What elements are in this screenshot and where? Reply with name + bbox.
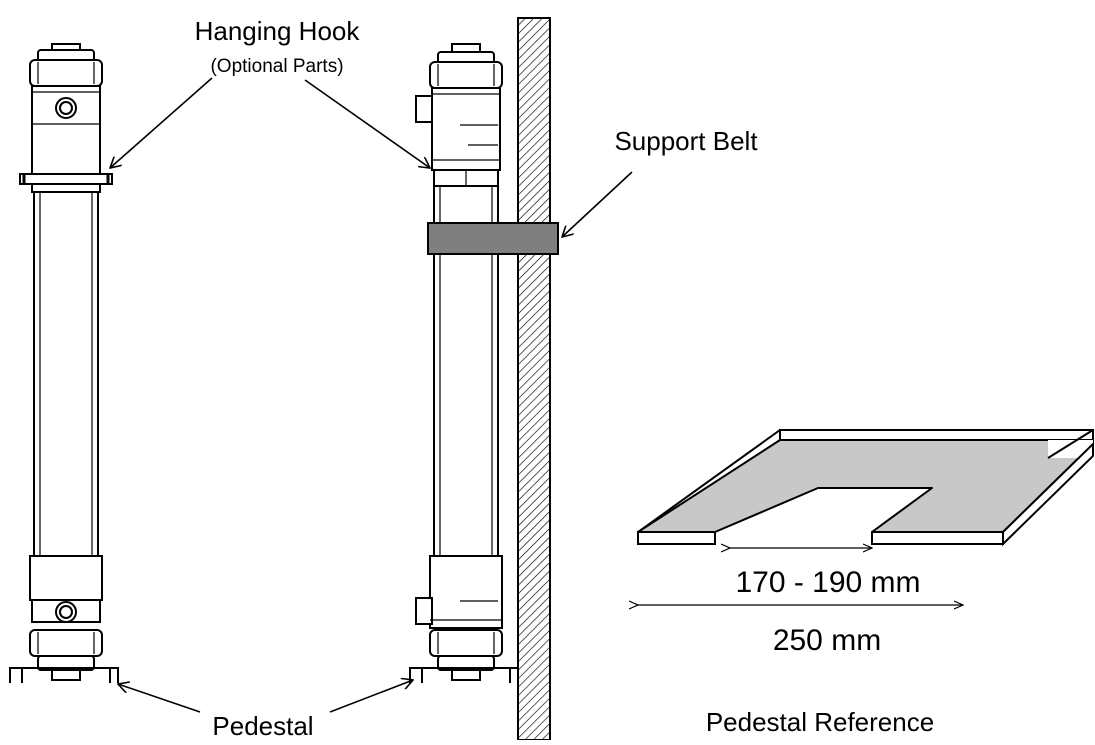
left-pedestal <box>9 667 119 683</box>
pedestal-arrow-left <box>118 684 201 713</box>
pedestal-reference-drawing <box>637 429 1094 547</box>
hook-arrow-right <box>304 79 430 168</box>
pedestal-reference-label: Pedestal Reference <box>706 707 934 737</box>
right-membrane-module <box>415 43 503 681</box>
support-belt-arrow <box>562 171 633 237</box>
support-belt-label: Support Belt <box>614 126 758 156</box>
wall <box>517 17 551 741</box>
hanging-hook-label: Hanging Hook <box>195 16 361 46</box>
optional-parts-label: (Optional Parts) <box>210 56 343 77</box>
pedestal-arrow-right <box>329 680 413 713</box>
pedestal-label: Pedestal <box>212 711 313 740</box>
hook-arrow-left <box>110 77 213 168</box>
support-belt <box>427 222 559 255</box>
outer-dimension-label: 250 mm <box>773 624 881 657</box>
left-membrane-module <box>19 43 113 681</box>
inner-dimension-label: 170 - 190 mm <box>735 566 920 599</box>
